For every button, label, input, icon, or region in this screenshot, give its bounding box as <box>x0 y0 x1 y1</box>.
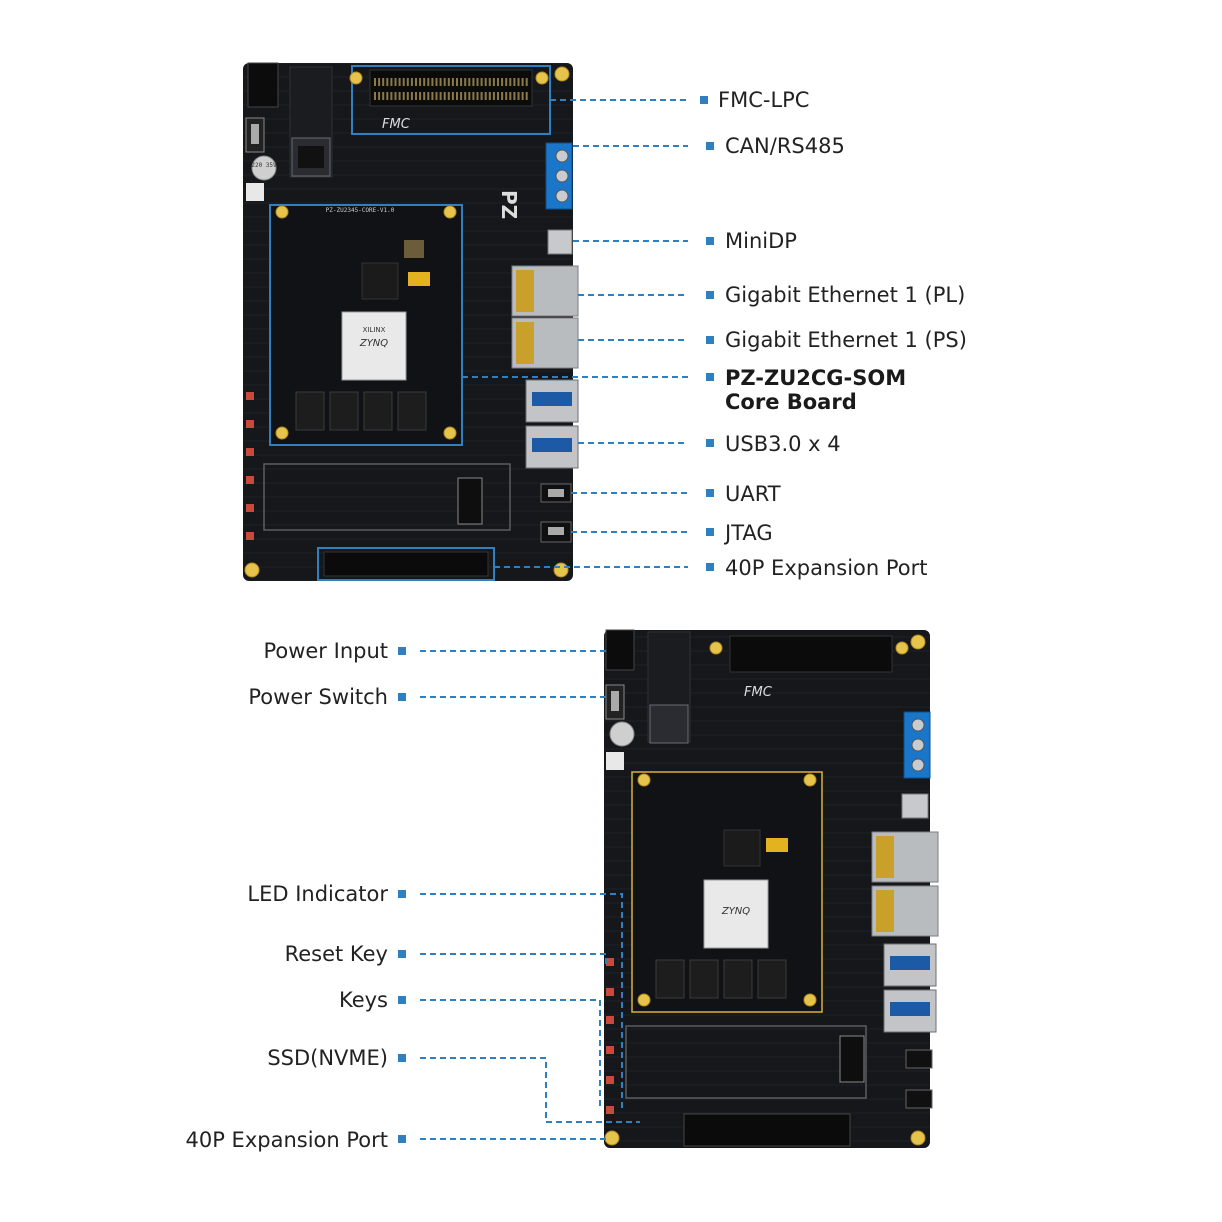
svg-text:ZYNQ: ZYNQ <box>721 906 750 917</box>
label-gbe-ps: Gigabit Ethernet 1 (PS) <box>725 328 967 352</box>
label-fmc-lpc: FMC-LPC <box>718 88 810 112</box>
top-cap-label: 220 35V <box>251 162 277 169</box>
bottom-board: FMC ZYNQ <box>604 629 939 1148</box>
bullet <box>706 291 714 299</box>
bottom-can-terminal <box>903 711 931 779</box>
top-keys <box>246 392 254 540</box>
bullet <box>706 373 714 381</box>
label-power-switch: Power Switch <box>248 685 388 709</box>
bullet <box>706 142 714 150</box>
top-fmc-silk: FMC <box>382 117 411 132</box>
bottom-core-board: ZYNQ <box>631 771 823 1013</box>
bullet <box>706 237 714 245</box>
label-led-indicator: LED Indicator <box>247 882 388 906</box>
bullet <box>398 1135 406 1143</box>
label-som-line1: PZ-ZU2CG-SOM <box>725 366 907 390</box>
bullet <box>398 890 406 898</box>
label-gbe-pl: Gigabit Ethernet 1 (PL) <box>725 283 966 307</box>
top-can-terminal <box>545 142 573 210</box>
top-m2-slot <box>263 463 511 531</box>
top-minidp-port <box>547 229 573 255</box>
label-usb: USB3.0 x 4 <box>725 432 841 456</box>
label-minidp: MiniDP <box>725 229 797 253</box>
top-core-id: PZ-ZU2345-CORE-V1.0 <box>326 207 395 214</box>
top-40pin-header <box>323 551 489 577</box>
top-40pin-highlight <box>317 547 495 581</box>
label-bottom-expansion: 40P Expansion Port <box>185 1128 388 1152</box>
bullet <box>706 563 714 571</box>
label-power-input: Power Input <box>263 639 388 663</box>
top-fmc-connector <box>369 69 533 107</box>
bottom-leaders <box>420 650 640 1140</box>
bullet <box>398 950 406 958</box>
label-som-line2: Core Board <box>725 390 857 414</box>
bullet <box>706 489 714 497</box>
top-capacitor <box>251 155 277 181</box>
bullet <box>398 647 406 655</box>
bottom-keys <box>606 958 614 1114</box>
bullet <box>700 96 708 104</box>
label-can-rs485: CAN/RS485 <box>725 134 845 158</box>
top-board: 220 35V FMC PZ <box>243 62 579 581</box>
svg-text:ZYNQ: ZYNQ <box>359 338 388 349</box>
top-rj45-ps <box>511 317 579 369</box>
label-ssd: SSD(NVME) <box>267 1046 388 1070</box>
label-keys: Keys <box>338 988 388 1012</box>
top-leaders <box>462 99 688 568</box>
svg-text:XILINX: XILINX <box>363 326 386 334</box>
top-power-jack <box>247 62 279 108</box>
label-reset-key: Reset Key <box>284 942 388 966</box>
label-top-expansion: 40P Expansion Port <box>725 556 928 580</box>
bottom-fmc-connector <box>729 635 893 673</box>
bottom-capacitor <box>609 721 635 747</box>
bullet <box>706 336 714 344</box>
bottom-m2-slot <box>625 1025 867 1099</box>
label-uart: UART <box>725 482 781 506</box>
top-rj45-pl <box>511 265 579 317</box>
top-fmc-pins <box>374 78 528 100</box>
bullet <box>398 693 406 701</box>
bottom-40pin-header <box>683 1113 851 1147</box>
top-pz-logo: PZ <box>497 190 521 219</box>
bottom-zynq-chip <box>703 879 769 949</box>
bullet <box>398 1054 406 1062</box>
bullet <box>706 439 714 447</box>
top-zynq-chip <box>341 311 407 381</box>
bottom-fmc-silk: FMC <box>744 685 773 700</box>
bottom-power-jack <box>605 629 635 671</box>
bullet <box>398 996 406 1004</box>
label-jtag: JTAG <box>725 521 773 545</box>
top-core-board: PZ-ZU2345-CORE-V1.0 XILINX ZYNQ <box>269 204 463 446</box>
bullet <box>706 528 714 536</box>
